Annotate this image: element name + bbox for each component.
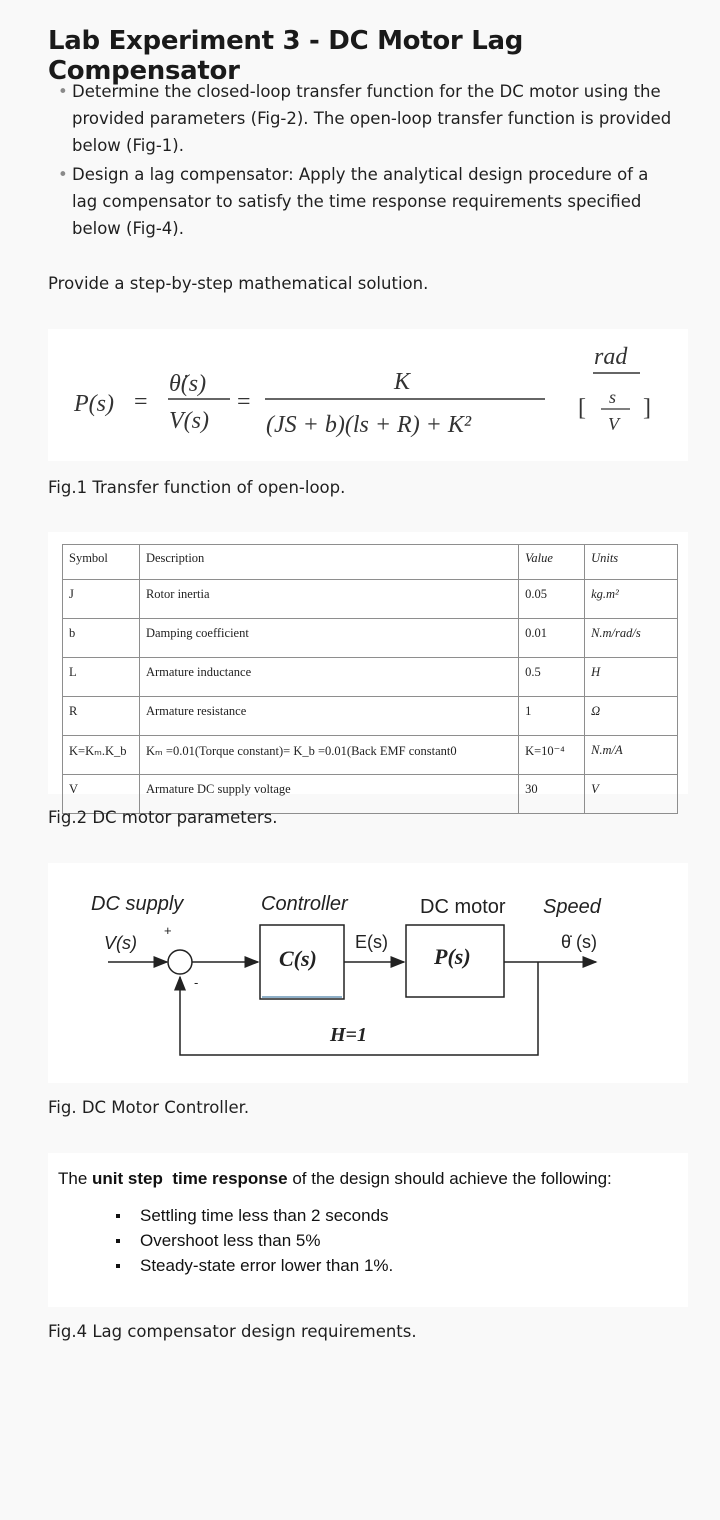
controller-block — [259, 924, 345, 1000]
eq-den2: (JS + b)(ls + R) + K² — [266, 412, 472, 438]
fig4-caption: Fig.4 Lag compensator design requirement… — [48, 1322, 417, 1341]
fig3-block-diagram: DC supply V(s) + - Controller DC motor S… — [48, 863, 688, 1083]
table-cell: 0.01 — [518, 618, 586, 658]
fig1-caption: Fig.1 Transfer function of open-loop. — [48, 478, 346, 497]
requirement-item: Steady-state error lower than 1%. — [112, 1253, 393, 1278]
table-cell: 0.05 — [518, 579, 586, 619]
fig1-transfer-function: P(s) = θ̇(s) V(s) = K (JS + b)(ls + R) +… — [48, 329, 688, 461]
fig4-requirements: The unit step time response of the desig… — [48, 1153, 688, 1307]
table-cell: N.m/A — [584, 735, 678, 775]
table-cell: b — [62, 618, 140, 658]
svg-text:]: ] — [643, 395, 651, 421]
table-cell: 1 — [518, 696, 586, 736]
table-cell: Rotor inertia — [138, 579, 520, 619]
eq-num2: K — [393, 369, 412, 395]
requirement-item: Settling time less than 2 seconds — [112, 1203, 393, 1228]
summing-junction — [167, 949, 193, 975]
unit-mid: s — [609, 387, 616, 407]
table-header-cell: Symbol — [62, 544, 140, 580]
table-cell: Damping coefficient — [138, 618, 520, 658]
task-item: •Determine the closed-loop transfer func… — [58, 82, 672, 155]
table-row: J Rotor inertia 0.05 kg.m² — [62, 579, 678, 619]
table-header-cell: Units — [584, 544, 678, 580]
table-row: b Damping coefficient 0.01 N.m/rad/s — [62, 618, 678, 658]
speed-label: Speed — [543, 896, 602, 918]
svg-text:=: = — [134, 389, 148, 415]
feedback-path — [174, 962, 539, 1056]
page-title: Lab Experiment 3 - DC Motor Lag Compensa… — [48, 26, 524, 86]
motor-block — [405, 924, 505, 998]
intro-bold-unit-step: unit step — [92, 1169, 163, 1188]
cs-label: C(s) — [279, 946, 317, 971]
block-diagram: DC supply V(s) + - Controller DC motor S… — [91, 893, 602, 1056]
table-cell: Armature resistance — [138, 696, 520, 736]
ps-label: P(s) — [433, 944, 471, 969]
eq-lhs: P(s) — [73, 391, 114, 417]
table-cell: H — [584, 657, 678, 697]
table-header-cell: Value — [518, 544, 586, 580]
table-cell: L — [62, 657, 140, 697]
eq-den1: V(s) — [169, 408, 209, 434]
table-cell: V — [584, 774, 678, 814]
task-text: Design a lag compensator: Apply the anal… — [72, 165, 649, 238]
svg-text:=: = — [237, 389, 251, 415]
task-text: Determine the closed-loop transfer funct… — [72, 82, 672, 155]
table-cell: 30 — [518, 774, 586, 814]
table-row: R Armature resistance 1 Ω — [62, 696, 678, 736]
requirements-intro: The unit step time response of the desig… — [58, 1169, 612, 1188]
plus-sign: + — [164, 923, 172, 938]
controller-label: Controller — [261, 893, 349, 915]
table-cell: kg.m² — [584, 579, 678, 619]
intro-bold-time-response: time response — [172, 1169, 288, 1188]
unit-top: rad — [594, 344, 628, 370]
dc-motor-label: DC motor — [420, 896, 506, 918]
table-cell: K=Kₘ.K_b — [62, 735, 140, 775]
table-header-cell: Description — [138, 544, 520, 580]
es-label: E(s) — [355, 932, 388, 952]
table-cell: Armature DC supply voltage — [138, 774, 520, 814]
fig3-caption: Fig. DC Motor Controller. — [48, 1098, 250, 1117]
table-cell: N.m/rad/s — [584, 618, 678, 658]
task-item: •Design a lag compensator: Apply the ana… — [58, 165, 649, 238]
table-cell: R — [62, 696, 140, 736]
table-cell: Ω — [584, 696, 678, 736]
unit-bot: V — [608, 414, 621, 434]
table-cell: J — [62, 579, 140, 619]
minus-sign: - — [194, 975, 198, 990]
table-header-row: Symbol Description Value Units — [62, 544, 678, 580]
table-row: V Armature DC supply voltage 30 V — [62, 774, 678, 814]
vs-label: V(s) — [104, 933, 137, 953]
table-cell: 0.5 — [518, 657, 586, 697]
parameters-table: Symbol Description Value Units J Rotor i… — [62, 544, 678, 814]
eq-num1: θ̇(s) — [169, 371, 206, 397]
task-list: •Determine the closed-loop transfer func… — [58, 78, 678, 244]
table-cell: Armature inductance — [138, 657, 520, 697]
instruction-text: Provide a step-by-step mathematical solu… — [48, 274, 429, 293]
transfer-function-equation: P(s) = θ̇(s) V(s) = K (JS + b)(ls + R) +… — [73, 344, 651, 438]
requirements-list: Settling time less than 2 seconds Oversh… — [112, 1203, 393, 1278]
svg-text:[: [ — [578, 395, 586, 421]
table-row: L Armature inductance 0.5 H — [62, 657, 678, 697]
fig2-parameters-table: Symbol Description Value Units J Rotor i… — [48, 532, 688, 814]
table-cell: Kₘ =0.01(Torque constant)= K_b =0.01(Bac… — [138, 735, 520, 775]
dc-supply-label: DC supply — [91, 893, 184, 915]
table-row: K=Kₘ.K_b Kₘ =0.01(Torque constant)= K_b … — [62, 735, 678, 775]
h-label: H=1 — [329, 1024, 367, 1046]
fig2-caption: Fig.2 DC motor parameters. — [48, 808, 278, 827]
requirement-item: Overshoot less than 5% — [112, 1228, 393, 1253]
theta-label: θ̇ (s) — [561, 932, 597, 952]
table-cell: K=10⁻⁴ — [518, 735, 586, 775]
